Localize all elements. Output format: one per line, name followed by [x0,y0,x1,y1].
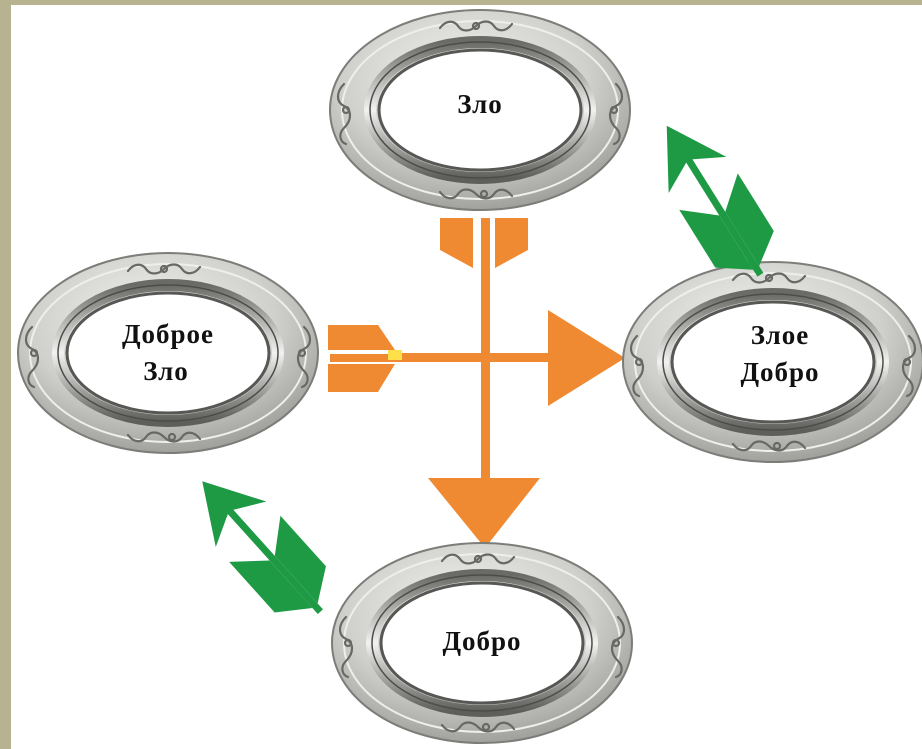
label-zlo: Зло [457,89,503,119]
orange-arrow-icon [428,478,540,548]
label-dobroe-zlo: Зло [143,356,189,386]
green-arrow-upper-right [666,125,774,277]
orange-arrow-horizontal [328,310,625,406]
frame-left [18,253,318,453]
left-border [0,0,11,749]
top-border [0,0,922,5]
green-arrow-lower-left [202,481,326,615]
label-dobro: Добро [442,626,521,656]
label-zloe: Злое [751,320,810,350]
orange-arrow-vertical [428,218,540,548]
green-arrow-icon [202,481,267,548]
label-zloe-dobro: Добро [740,357,819,387]
green-arrow-icon [666,125,727,193]
label-dobroe: Доброе [122,319,214,349]
orange-arrow-icon [548,310,625,406]
